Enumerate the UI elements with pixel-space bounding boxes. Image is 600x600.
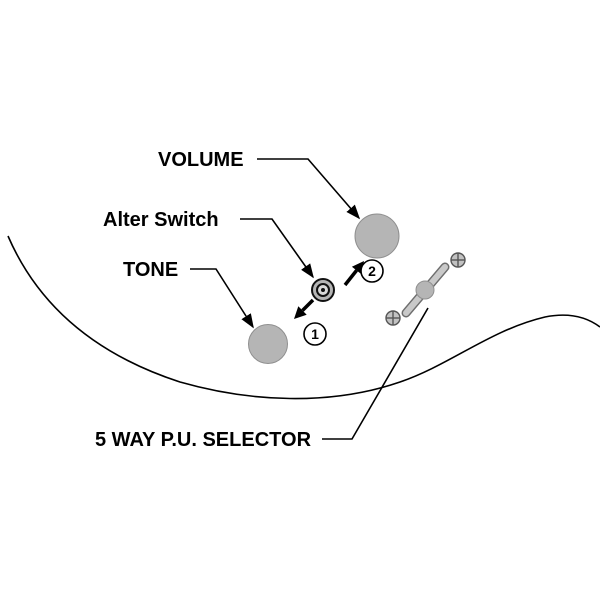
selector-leader-line <box>322 307 429 440</box>
volume-knob <box>354 213 400 259</box>
tone-leader-line <box>190 268 254 329</box>
tone-knob <box>248 324 288 364</box>
step-1-number: 1 <box>311 326 319 342</box>
tone-label: TONE <box>123 259 178 281</box>
step-2-badge: 2 <box>360 259 384 283</box>
screw-icon <box>385 310 401 326</box>
step-1-badge: 1 <box>303 322 327 346</box>
pickup-selector <box>385 252 466 326</box>
screw-icon <box>450 252 466 268</box>
alter-switch-leader-line <box>240 218 314 279</box>
direction-arrow-1 <box>294 298 315 319</box>
alter-switch-knob <box>311 278 335 302</box>
pickup-selector-knob <box>415 280 435 300</box>
volume-label: VOLUME <box>158 149 244 171</box>
selector-label: 5 WAY P.U. SELECTOR <box>95 429 312 451</box>
alter-switch-label: Alter Switch <box>103 209 219 231</box>
guitar-body-outline <box>7 235 600 400</box>
step-2-number: 2 <box>368 263 376 279</box>
volume-leader-line <box>257 158 361 220</box>
